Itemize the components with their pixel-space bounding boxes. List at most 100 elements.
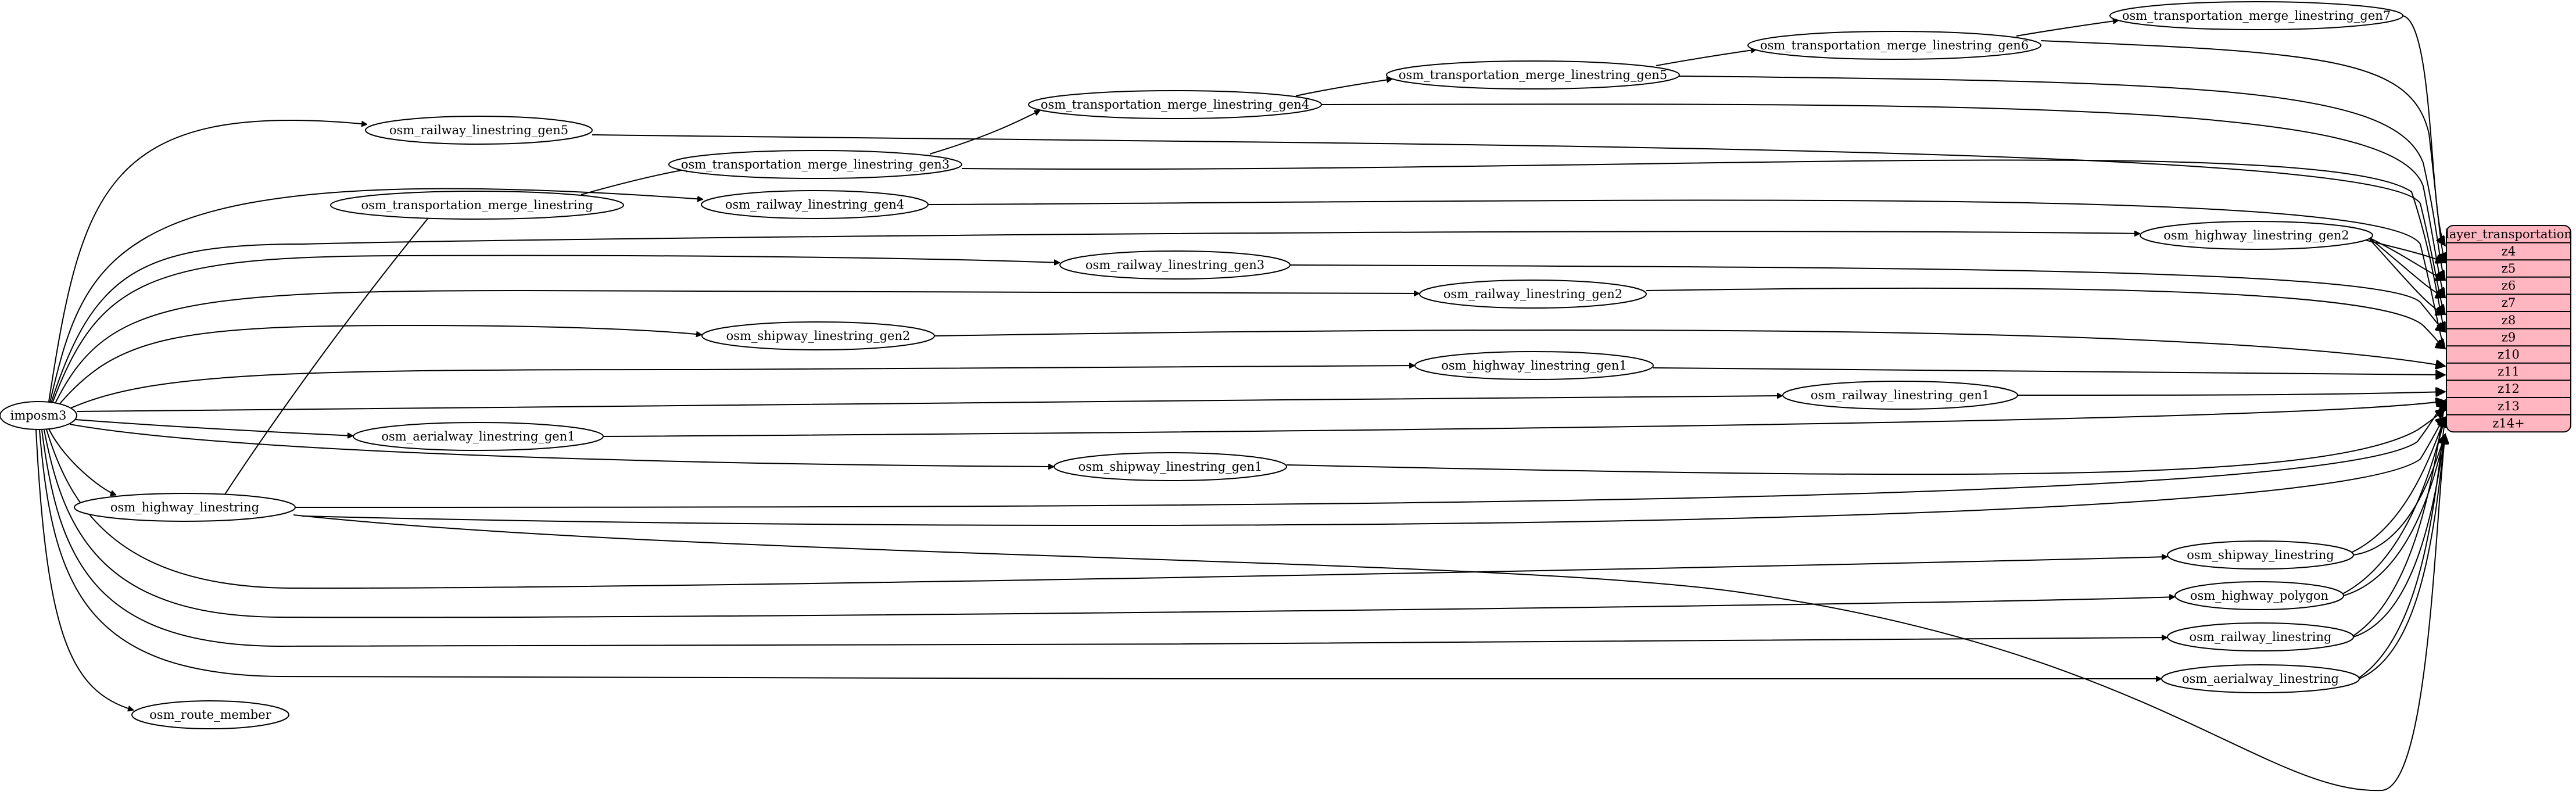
node-ellipse bbox=[1028, 90, 1322, 119]
node-osm-aerialway-linestring: osm_aerialway_linestring bbox=[2161, 664, 2360, 693]
node-ellipse bbox=[74, 493, 296, 522]
node-osm-highway-polygon: osm_highway_polygon bbox=[2174, 581, 2344, 610]
node-ellipse bbox=[2174, 581, 2344, 610]
node-osm-highway-linestring-gen2: osm_highway_linestring_gen2 bbox=[2140, 221, 2373, 250]
node-label: osm_railway_linestring_gen1 bbox=[1811, 388, 1990, 402]
edge-imposm3-to-osm-route-member bbox=[35, 429, 134, 710]
edge-osm-railway-linestring-gen1-to-layer-row-8 bbox=[2017, 392, 2445, 395]
edge-osm-transportation-merge-linestring-gen6-to-layer-row-1 bbox=[2040, 40, 2445, 263]
edge-imposm3-to-osm-highway-polygon bbox=[44, 429, 2175, 618]
node-label: osm_shipway_linestring_gen1 bbox=[1079, 460, 1263, 474]
node-label: osm_railway_linestring_gen2 bbox=[1443, 287, 1622, 301]
edge-gen5-to-gen6 bbox=[1656, 49, 1757, 66]
node-ellipse bbox=[1747, 31, 2041, 60]
layer-row-z5: z5 bbox=[2502, 262, 2516, 275]
node-osm-railway-linestring-gen1: osm_railway_linestring_gen1 bbox=[1782, 381, 2018, 410]
edge-imposm3-to-osm-railway-linestring-gen1 bbox=[76, 396, 1783, 412]
node-ellipse bbox=[353, 422, 604, 451]
layer-row-z7: z7 bbox=[2502, 296, 2516, 310]
node-label: osm_transportation_merge_linestring_gen5 bbox=[1399, 68, 1667, 82]
edge-osm-highway-linestring-to-layer-row-8 bbox=[295, 400, 2445, 508]
edge-imposm3-to-osm-shipway-linestring-gen2 bbox=[58, 324, 702, 406]
node-osm-railway-linestring-gen3: osm_railway_linestring_gen3 bbox=[1059, 250, 1291, 280]
edge-imposm3-to-osm-aerialway-linestring bbox=[39, 429, 2162, 679]
node-osm-transportation-merge-linestring-gen3: osm_transportation_merge_linestring_gen3 bbox=[668, 150, 962, 179]
node-label: osm_railway_linestring_gen4 bbox=[725, 198, 904, 212]
edge-osm-highway-linestring-gen2-to-layer-row-3 bbox=[2369, 238, 2445, 298]
node-osm-railway-linestring-gen4: osm_railway_linestring_gen4 bbox=[701, 190, 929, 219]
edge-imposm3-to-osm-highway-linestring-gen2 bbox=[51, 231, 2140, 403]
node-label: osm_shipway_linestring bbox=[2187, 548, 2334, 562]
edge-imposm3-to-osm-railway-linestring-gen2 bbox=[54, 289, 1420, 405]
edge-osm-highway-linestring-to-layer-row-9 bbox=[302, 417, 2445, 527]
edge-osm-transportation-merge-linestring-gen5-to-layer-row-2 bbox=[1679, 76, 2445, 280]
edge-osm-shipway-linestring-gen2-to-layer-row-7 bbox=[934, 329, 2445, 366]
node-osm-highway-linestring: osm_highway_linestring bbox=[74, 493, 296, 522]
edge-imposm3-to-osm-shipway-linestring-gen1 bbox=[69, 424, 1054, 467]
node-osm-route-member: osm_route_member bbox=[131, 700, 289, 729]
edge-osm-transportation-merge-linestring-gen3-to-layer-row-5 bbox=[961, 159, 2446, 332]
node-ellipse bbox=[2109, 1, 2403, 30]
edge-osm-railway-linestring-gen4-to-layer-row-6 bbox=[927, 199, 2445, 349]
node-ellipse bbox=[131, 700, 289, 729]
node-label: osm_aerialway_linestring_gen1 bbox=[381, 429, 575, 443]
edge-osm-transportation-merge-linestring-gen4-to-layer-row-3 bbox=[1321, 103, 2445, 298]
edge-gen6-to-gen7 bbox=[2016, 20, 2119, 37]
node-label: osm_transportation_merge_linestring bbox=[361, 198, 593, 212]
node-osm-shipway-linestring: osm_shipway_linestring bbox=[2167, 540, 2354, 570]
edge-imposm3-to-osm-railway-linestring-gen4 bbox=[49, 188, 703, 403]
node-osm-shipway-linestring-gen1: osm_shipway_linestring_gen1 bbox=[1054, 452, 1287, 481]
layer-row-z14plus: z14+ bbox=[2492, 416, 2524, 430]
edge-osm-railway-linestring-to-layer-row-8 bbox=[2353, 401, 2445, 636]
node-ellipse bbox=[365, 116, 593, 145]
edge-osm-aerialway-linestring-to-layer-row-10 bbox=[2359, 434, 2445, 679]
node-ellipse bbox=[1059, 250, 1291, 280]
node-osm-aerialway-linestring-gen1: osm_aerialway_linestring_gen1 bbox=[353, 422, 604, 451]
edge-osm-railway-linestring-gen2-to-layer-row-6 bbox=[1646, 287, 2445, 349]
node-label: osm_aerialway_linestring bbox=[2182, 672, 2339, 686]
edge-imposm3-to-osm-railway-linestring-gen3 bbox=[52, 255, 1060, 404]
layer-row-z12: z12 bbox=[2498, 382, 2520, 396]
edge-osm-highway-linestring-to-layer-row-10 bbox=[293, 434, 2445, 792]
node-osm-highway-linestring-gen1: osm_highway_linestring_gen1 bbox=[1414, 351, 1654, 380]
node-osm-railway-linestring-gen5: osm_railway_linestring_gen5 bbox=[365, 116, 593, 145]
node-osm-railway-linestring: osm_railway_linestring bbox=[2167, 622, 2354, 651]
edge-osm-shipway-linestring-gen1-to-layer-row-9 bbox=[1286, 409, 2445, 475]
node-ellipse bbox=[1414, 351, 1654, 380]
edge-osm-aerialway-linestring-to-layer-row-9 bbox=[2359, 417, 2445, 678]
node-label: osm_route_member bbox=[149, 708, 272, 722]
edge-osm-aerialway-linestring-gen1-to-layer-row-9 bbox=[603, 401, 2445, 437]
edge-imposm3-to-osm-shipway-linestring bbox=[46, 429, 2167, 589]
edge-gen4-to-gen5 bbox=[1295, 79, 1392, 96]
node-osm-transportation-merge-linestring: osm_transportation_merge_linestring bbox=[330, 191, 624, 220]
node-label: osm_railway_linestring_gen5 bbox=[389, 123, 568, 137]
layer-transportation-record: layer_transportationz4z5z6z7z8z9z10z11z1… bbox=[2445, 225, 2572, 433]
node-label: osm_transportation_merge_linestring_gen6 bbox=[1760, 38, 2029, 52]
layer-row-z9: z9 bbox=[2502, 330, 2516, 344]
node-label: osm_shipway_linestring_gen2 bbox=[726, 329, 911, 343]
node-label: osm_highway_linestring bbox=[110, 500, 259, 514]
node-label: osm_highway_linestring_gen2 bbox=[2163, 228, 2349, 242]
layer-title: layer_transportation bbox=[2445, 227, 2572, 241]
node-label: osm_highway_polygon bbox=[2190, 589, 2328, 603]
layer-row-z13: z13 bbox=[2498, 399, 2520, 413]
node-osm-shipway-linestring-gen2: osm_shipway_linestring_gen2 bbox=[701, 321, 935, 350]
node-ellipse bbox=[1782, 381, 2018, 410]
edge-gen3-to-gen4 bbox=[929, 110, 1040, 155]
edge-osm-highway-linestring-to-osm-transportation-merge-linestring bbox=[214, 195, 448, 510]
node-label: osm_transportation_merge_linestring_gen3 bbox=[681, 157, 950, 171]
edge-imposm3-to-osm-aerialway-linestring-gen1 bbox=[75, 419, 353, 436]
node-osm-transportation-merge-linestring-gen5: osm_transportation_merge_linestring_gen5 bbox=[1386, 60, 1680, 89]
node-label: osm_transportation_merge_linestring_gen7 bbox=[2122, 9, 2391, 23]
node-ellipse bbox=[330, 191, 624, 220]
edge-transportation-merge-to-gen3 bbox=[581, 169, 692, 195]
node-label: osm_highway_linestring_gen1 bbox=[1441, 359, 1626, 373]
node-ellipse bbox=[2161, 664, 2360, 693]
edge-osm-highway-linestring-gen2-to-layer-row-4 bbox=[2369, 239, 2445, 314]
node-ellipse bbox=[701, 190, 929, 219]
edge-osm-highway-linestring-gen1-to-layer-row-7 bbox=[1653, 367, 2445, 375]
node-label: imposm3 bbox=[10, 409, 67, 422]
layer-row-z8: z8 bbox=[2502, 313, 2516, 327]
edge-osm-railway-linestring-gen3-to-layer-row-5 bbox=[1289, 264, 2445, 332]
node-ellipse bbox=[1386, 60, 1680, 89]
